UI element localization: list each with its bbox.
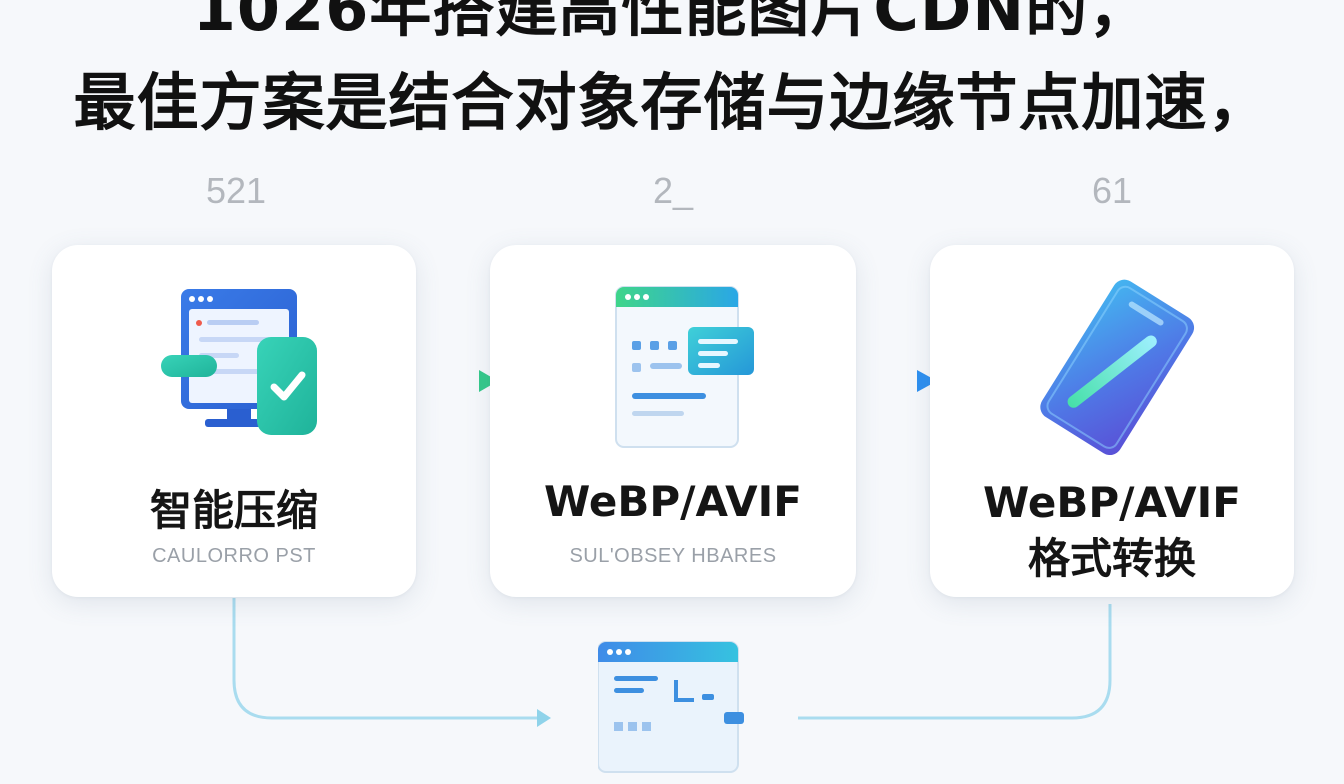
step-number-3: 61 <box>1091 170 1133 211</box>
step-subtitle-2: SUL'OBSEY HBARES <box>569 545 777 567</box>
step-subtitle-1: CAULORRO PST <box>152 545 316 567</box>
connector-card3-to-bottom <box>798 604 1112 720</box>
arrow-card2-to-card3 <box>858 370 937 392</box>
step-number-2: 2_ <box>652 170 694 211</box>
bottom-browser-icon <box>597 640 748 780</box>
title-line-2: 最佳方案是结合对象存储与边缘节点加速， <box>73 66 1271 139</box>
step-title-1: 智能压缩 <box>149 486 318 535</box>
step-card-1: 智能压缩 CAULORRO PST <box>52 245 416 597</box>
tablet-pen-icon <box>930 275 1294 465</box>
step-title-3: WeBP/AVIF <box>983 478 1241 527</box>
monitor-check-icon <box>52 275 416 465</box>
step-title-2: WeBP/AVIF <box>544 477 802 526</box>
step-card-3: WeBP/AVIF 格式转换 <box>930 245 1294 597</box>
browser-window-icon <box>490 275 856 465</box>
step-number-1: 521 <box>205 170 267 211</box>
title-line-1: 1026年搭建高性能图片CDN的， <box>192 0 1152 45</box>
arrow-card1-to-card2 <box>418 370 498 392</box>
step-card-2: WeBP/AVIF SUL'OBSEY HBARES <box>490 245 856 597</box>
step-title-3-line2: 格式转换 <box>1027 534 1196 583</box>
connector-card1-to-bottom <box>232 598 551 727</box>
